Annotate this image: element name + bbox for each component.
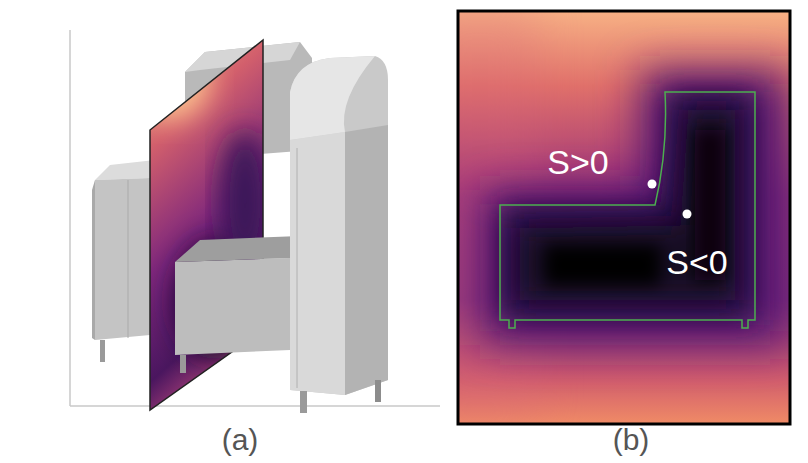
sample-point: [683, 210, 692, 219]
sdf-slice-plane: [130, 30, 270, 420]
chair-front-parts: [175, 56, 388, 413]
chair-contour: [500, 92, 755, 328]
panel-label: (b): [613, 425, 650, 455]
axis-line: [69, 30, 71, 406]
axis-line: [70, 405, 440, 407]
plane-border: [150, 40, 263, 410]
sdf-field: [459, 12, 789, 423]
panel-label: (a): [222, 425, 259, 455]
sign-label: S>0: [547, 145, 608, 179]
sample-point: [648, 180, 657, 189]
sign-label: S<0: [666, 245, 727, 279]
panel-border: [458, 11, 790, 424]
